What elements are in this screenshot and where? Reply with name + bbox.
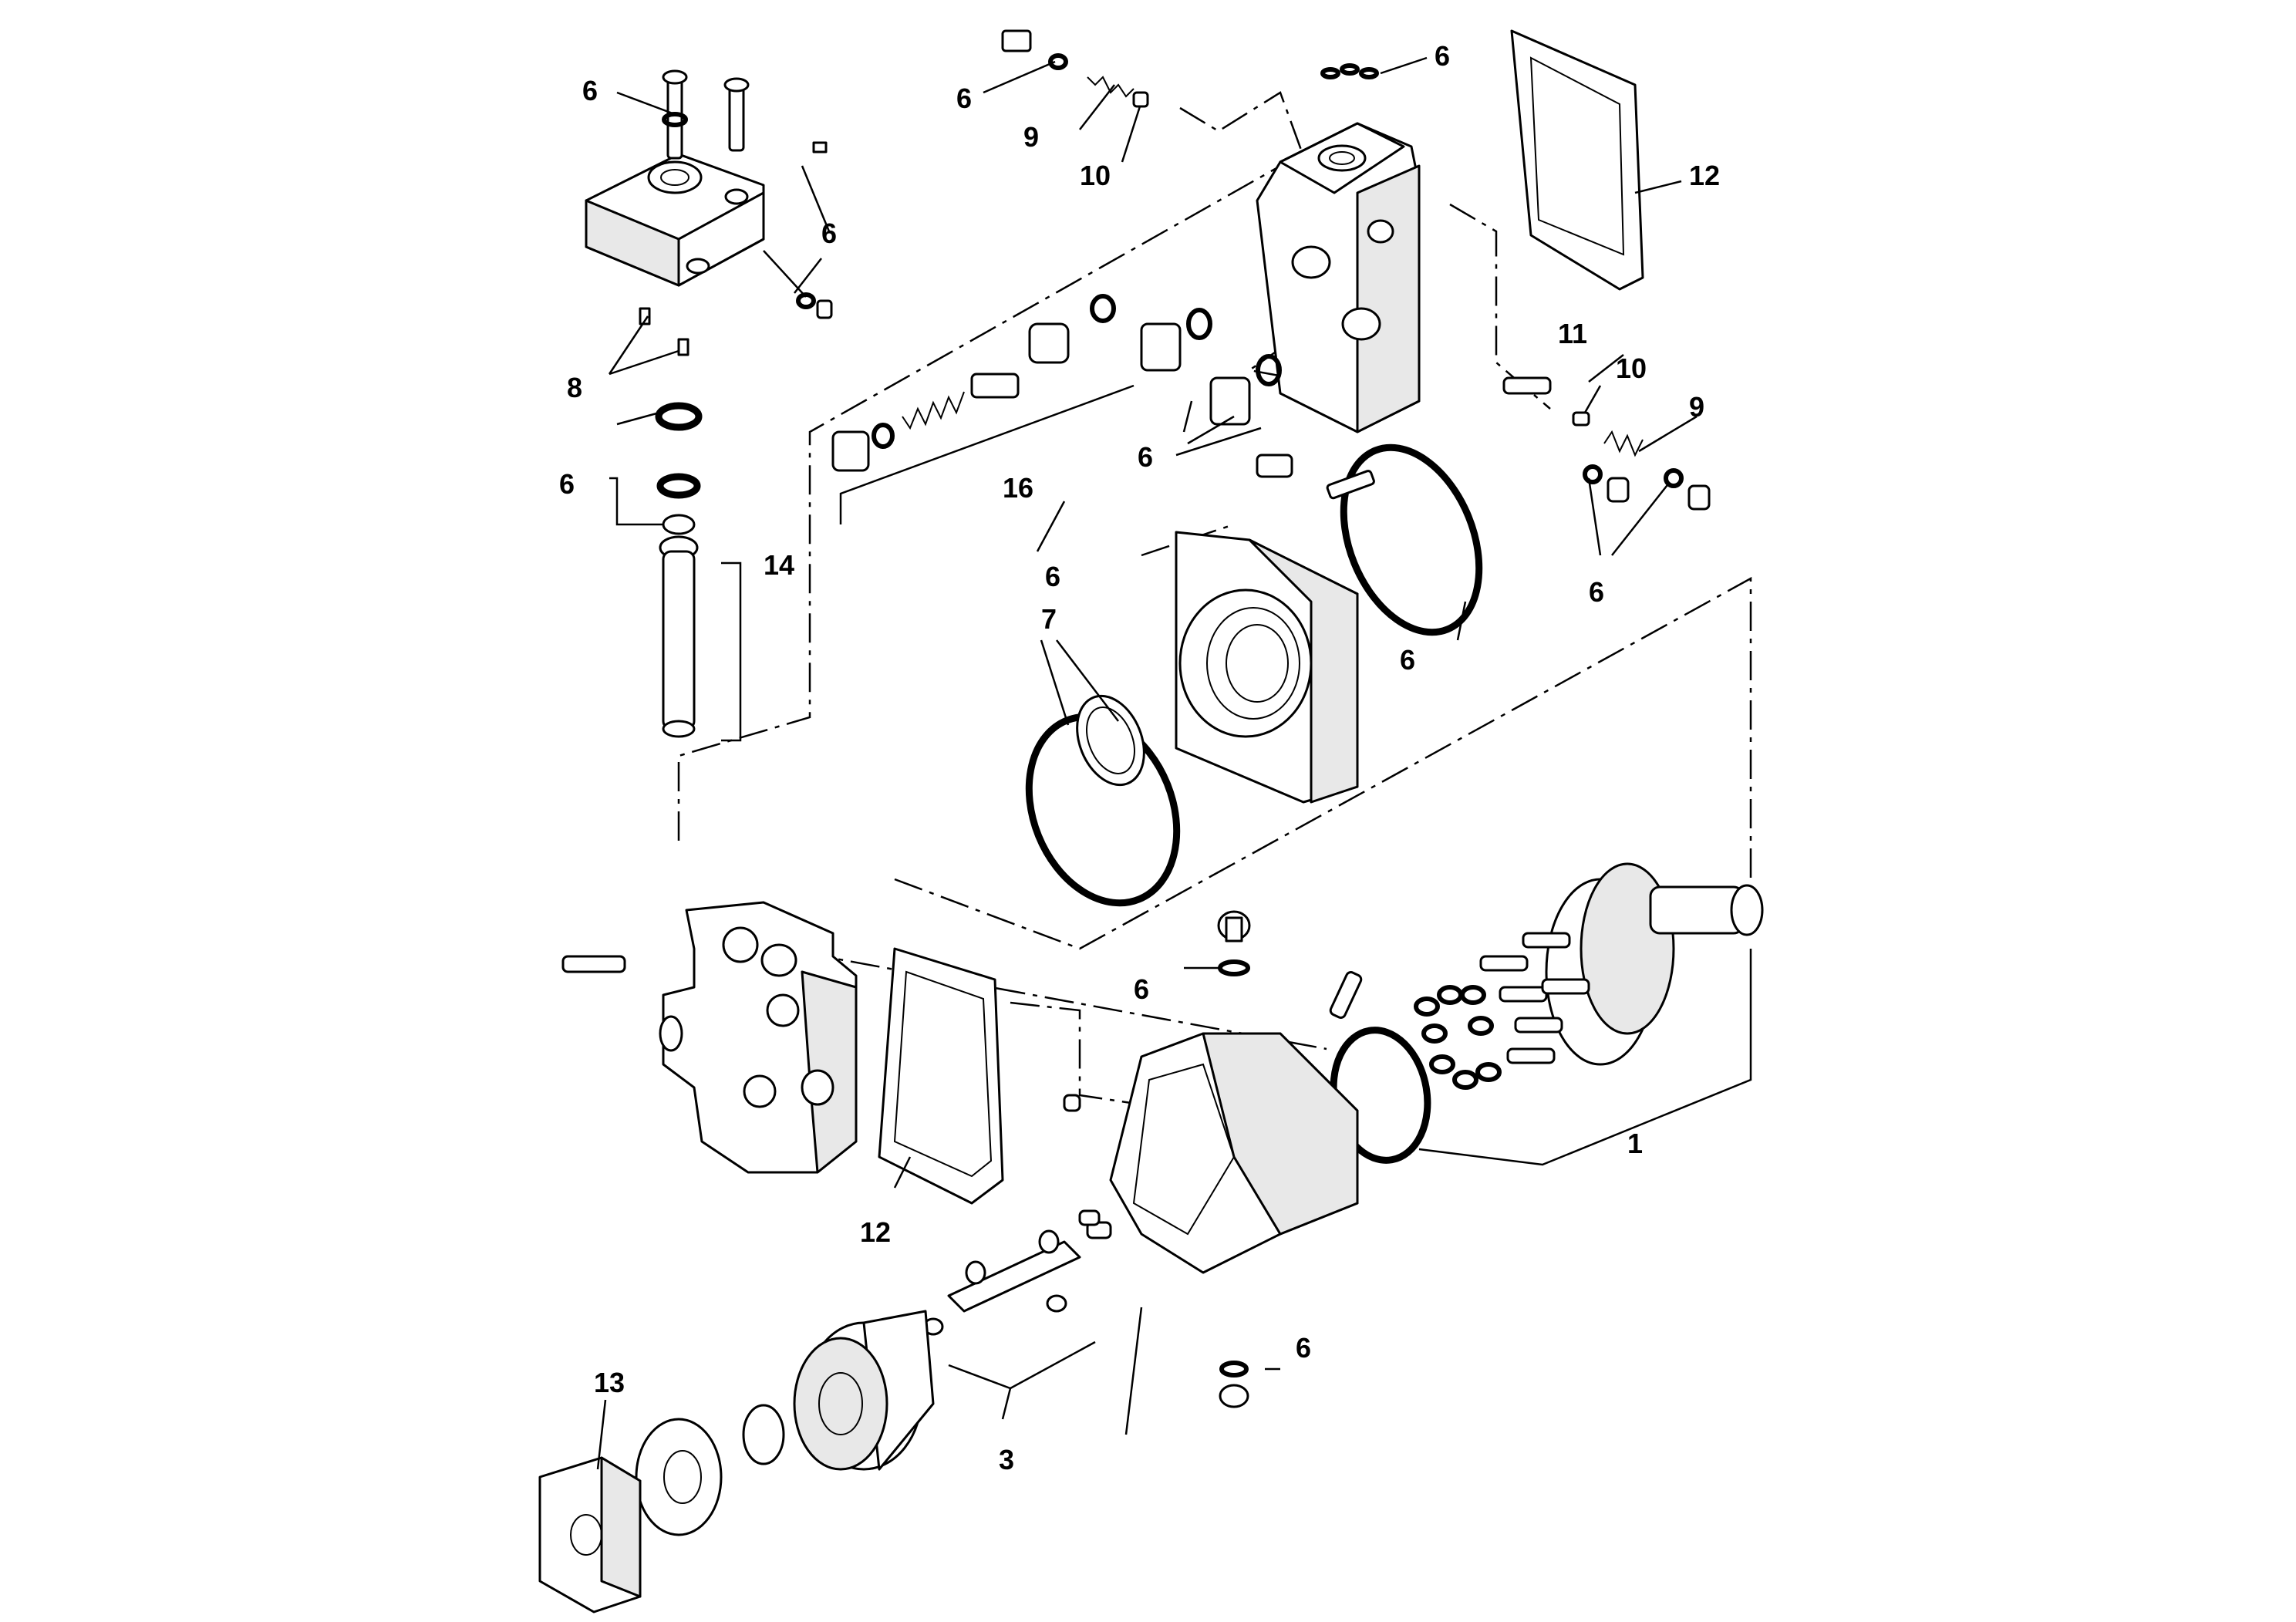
- piston-set: [1479, 932, 1590, 1064]
- callout-6-top-left: 6: [582, 75, 598, 106]
- callout-6-flange: 6: [1045, 561, 1060, 592]
- callout-13: 13: [594, 1367, 625, 1398]
- callout-9-top: 9: [1023, 121, 1039, 153]
- port-plate-housing: [561, 901, 858, 1174]
- control-valve-block: [585, 69, 833, 738]
- drive-shaft-group: [922, 1094, 1112, 1336]
- rotating-group: [1330, 862, 1764, 1166]
- mounting-flange: [1025, 443, 1483, 907]
- callout-6-right: 6: [1589, 576, 1604, 608]
- right-plug-set: [1256, 376, 1711, 511]
- callout-6-top-right: 6: [1435, 40, 1450, 72]
- gasket-lower: [878, 947, 1004, 1205]
- callout-12-top: 12: [1689, 160, 1720, 191]
- callout-6-top-plug: 6: [956, 83, 972, 114]
- callout-6-plugs: 6: [1138, 441, 1153, 473]
- end-cover-13: [538, 1456, 642, 1614]
- callout-labels: 6 6 9 10 6 12 6 8 6 14 16 6 6 7 6 11 10 …: [559, 40, 1720, 1475]
- bearing-and-plate: [635, 1404, 785, 1536]
- piston-shoes: [1414, 985, 1502, 1090]
- callout-1: 1: [1627, 1128, 1643, 1159]
- callout-6-housing-bottom: 6: [1296, 1332, 1311, 1364]
- callout-10-right: 10: [1616, 352, 1647, 384]
- callout-8: 8: [567, 372, 582, 403]
- callout-10-top: 10: [1080, 160, 1111, 191]
- callout-6-block: 6: [821, 218, 837, 249]
- valve-body-upper: [1256, 63, 1421, 433]
- callout-6-housing-top: 6: [1134, 973, 1149, 1005]
- callout-9-right: 9: [1689, 391, 1704, 423]
- callout-7: 7: [1041, 603, 1057, 635]
- callout-14: 14: [764, 549, 794, 581]
- callout-12-lower: 12: [860, 1216, 891, 1248]
- cylinder-block: [793, 1310, 935, 1471]
- gasket-top: [1510, 29, 1644, 291]
- callout-11: 11: [1558, 318, 1587, 349]
- callout-6-oring: 6: [1400, 644, 1415, 676]
- relief-valve-16: [831, 294, 1282, 524]
- leader-lines: [596, 56, 1698, 1470]
- callout-16: 16: [1003, 472, 1033, 504]
- callout-6-seals: 6: [559, 468, 575, 500]
- motor-housing: [1109, 910, 1363, 1408]
- relief-plug-set-top: [1001, 29, 1149, 108]
- callout-3: 3: [999, 1444, 1014, 1475]
